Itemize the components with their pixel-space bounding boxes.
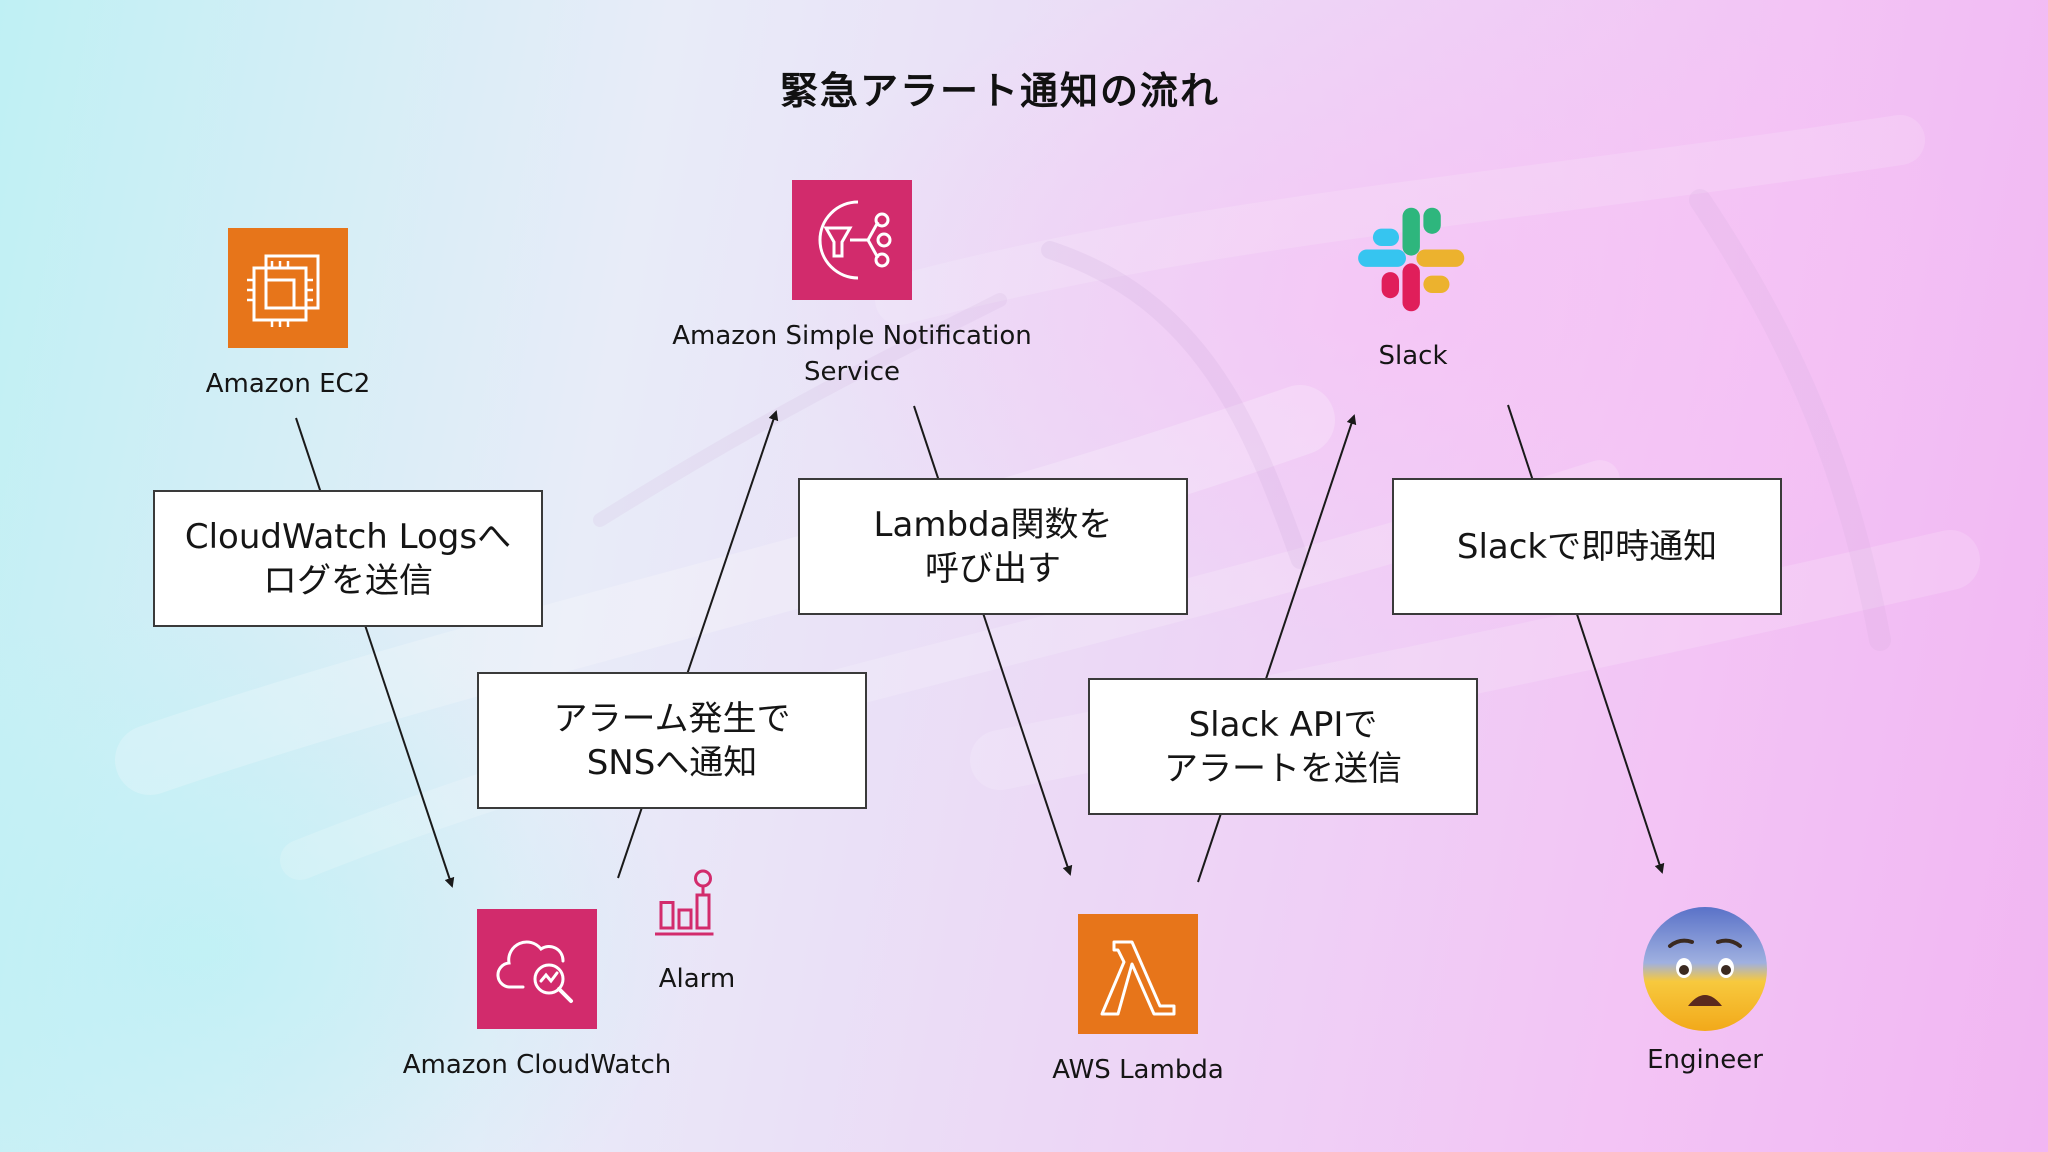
sns-label-line1: Amazon Simple Notification (672, 321, 1032, 351)
slack-logo-icon (1358, 207, 1465, 312)
node-slack: Slack (1213, 200, 1613, 374)
sns-topic-icon (792, 180, 912, 300)
sns-label-line2: Service (803, 357, 901, 387)
ec2-label: Amazon EC2 (205, 369, 371, 399)
alarm-chart-icon (655, 869, 714, 936)
arrow-slack-to-engineer (1507, 404, 1665, 874)
step-box-logs: CloudWatch Logsへ ログを送信 (153, 490, 543, 627)
step-box-alarm-sns: アラーム発生で SNSへ通知 (477, 672, 867, 809)
step-invoke-lambda-line1: Lambda関数を (873, 504, 1113, 545)
page-title: 緊急アラート通知の流れ (779, 69, 1220, 113)
arrow-sns-to-lambda (913, 405, 1073, 876)
node-sns: Amazon Simple Notification Service (652, 180, 1052, 390)
node-ec2: Amazon EC2 (88, 228, 488, 402)
step-slack-notify-line1: Slackで即時通知 (1456, 526, 1718, 567)
fearful-face-emoji-icon (1643, 907, 1767, 1031)
step-invoke-lambda-line2: 呼び出す (925, 548, 1061, 589)
lambda-icon (1078, 914, 1198, 1034)
step-slack-api-line1: Slack APIで (1188, 704, 1378, 745)
step-slack-api-line2: アラートを送信 (1164, 748, 1402, 789)
arrow-ec2-to-cloudwatch (295, 417, 455, 888)
cloudwatch-label: Amazon CloudWatch (402, 1050, 672, 1080)
step-alarm-sns-line1: アラーム発生で (553, 698, 791, 739)
step-box-invoke-lambda: Lambda関数を 呼び出す (798, 478, 1188, 615)
slack-label: Slack (1378, 341, 1448, 371)
step-logs-line1: CloudWatch Logsへ (184, 516, 512, 557)
node-lambda: AWS Lambda (938, 914, 1338, 1088)
step-logs-line2: ログを送信 (262, 560, 433, 601)
cloudwatch-icon (477, 909, 597, 1029)
step-box-slack-api: Slack APIで アラートを送信 (1088, 678, 1478, 815)
engineer-label: Engineer (1647, 1045, 1763, 1075)
node-cloudwatch: Amazon CloudWatch (337, 909, 737, 1083)
step-box-slack-notify: Slackで即時通知 (1392, 478, 1782, 615)
node-engineer: Engineer (1505, 904, 1905, 1078)
alarm-label: Alarm (658, 964, 736, 994)
ec2-chip-icon (228, 228, 348, 348)
lambda-label: AWS Lambda (1052, 1055, 1224, 1085)
node-alarm: Alarm (497, 865, 897, 997)
step-alarm-sns-line2: SNSへ通知 (586, 742, 758, 783)
